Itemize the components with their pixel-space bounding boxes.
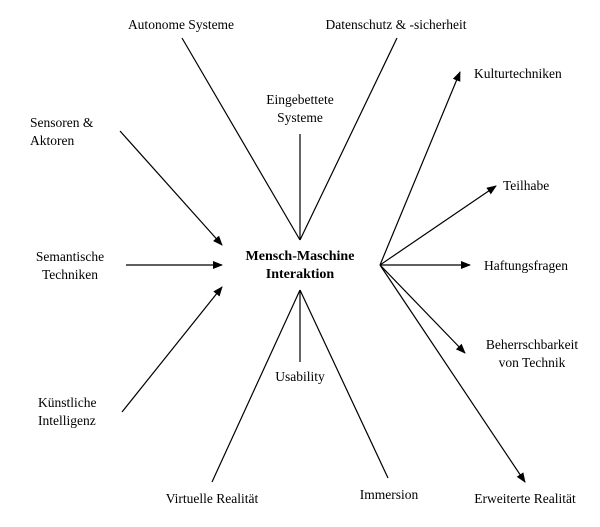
node-sensoren-aktoren: Sensoren & Aktoren — [30, 114, 93, 150]
node-sensoren-line-2: Aktoren — [30, 133, 75, 148]
node-autonome-systeme: Autonome Systeme — [127, 17, 235, 32]
node-datenschutz: Datenschutz & -sicherheit — [325, 17, 467, 32]
node-semantische-line-1: Semantische — [35, 249, 105, 264]
center-title-line-2: Interaktion — [265, 267, 335, 282]
node-semantische-techniken: Semantische Techniken — [36, 248, 104, 284]
node-beherrschbarkeit: Beherrschbarkeit von Technik — [486, 336, 578, 372]
arrow-kulturtechniken — [379, 71, 461, 266]
center-title-line-1: Mensch-Maschine — [245, 249, 355, 264]
center-node: Mensch-Maschine Interaktion — [246, 248, 355, 284]
arrow-beherrschbarkeit — [379, 264, 466, 354]
node-kuenstliche-line-1: Künstliche — [38, 395, 97, 410]
node-virtuelle-realitaet: Virtuelle Realität — [165, 491, 259, 506]
node-teilhabe: Teilhabe — [503, 178, 550, 193]
line-immersion — [299, 289, 389, 479]
node-beherrschbarkeit-line-1: Beherrschbarkeit — [485, 337, 579, 352]
node-eingebettete-systeme: Eingebettete Systeme — [266, 91, 333, 127]
node-semantische-line-2: Techniken — [41, 267, 99, 282]
arrow-sensoren-aktoren — [119, 130, 223, 246]
node-sensoren-line-1: Sensoren & — [30, 115, 94, 130]
line-autonome-systeme — [181, 37, 301, 241]
node-immersion: Immersion — [359, 487, 419, 502]
arrow-erweiterte-realitaet — [379, 264, 526, 483]
line-datenschutz — [299, 37, 398, 241]
node-kuenstliche-intelligenz: Künstliche Intelligenz — [38, 394, 97, 430]
node-eingebettete-line-2: Systeme — [277, 110, 323, 125]
node-haftungsfragen: Haftungsfragen — [484, 258, 568, 273]
node-erweiterte-realitaet: Erweiterte Realität — [474, 491, 576, 506]
node-kuenstliche-line-2: Intelligenz — [38, 413, 96, 428]
node-beherrschbarkeit-line-2: von Technik — [498, 355, 566, 370]
node-usability: Usability — [275, 369, 325, 384]
node-eingebettete-line-1: Eingebettete — [266, 92, 334, 107]
line-virtuelle-realitaet — [211, 289, 301, 483]
node-kulturtechniken: Kulturtechniken — [474, 66, 562, 81]
arrow-teilhabe — [379, 185, 497, 266]
arrow-kuenstliche-intelligenz — [121, 286, 223, 413]
